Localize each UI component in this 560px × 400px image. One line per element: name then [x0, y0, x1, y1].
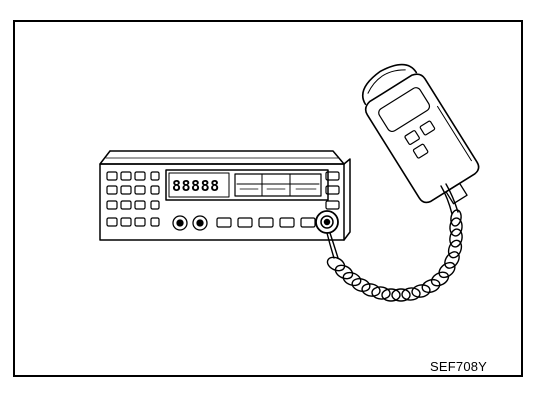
display-readout: 88888 — [172, 177, 220, 195]
display-panel — [165, 169, 329, 201]
cb-radio-transceiver-icon — [99, 150, 351, 241]
coiled-cord-icon — [326, 183, 463, 302]
handheld-microphone-icon — [361, 63, 480, 205]
left-button-grid — [106, 171, 160, 227]
figure-frame — [13, 20, 523, 377]
control-knobs — [172, 215, 208, 231]
figure-code: SEF708Y — [430, 359, 488, 374]
bottom-button-row — [216, 217, 316, 228]
